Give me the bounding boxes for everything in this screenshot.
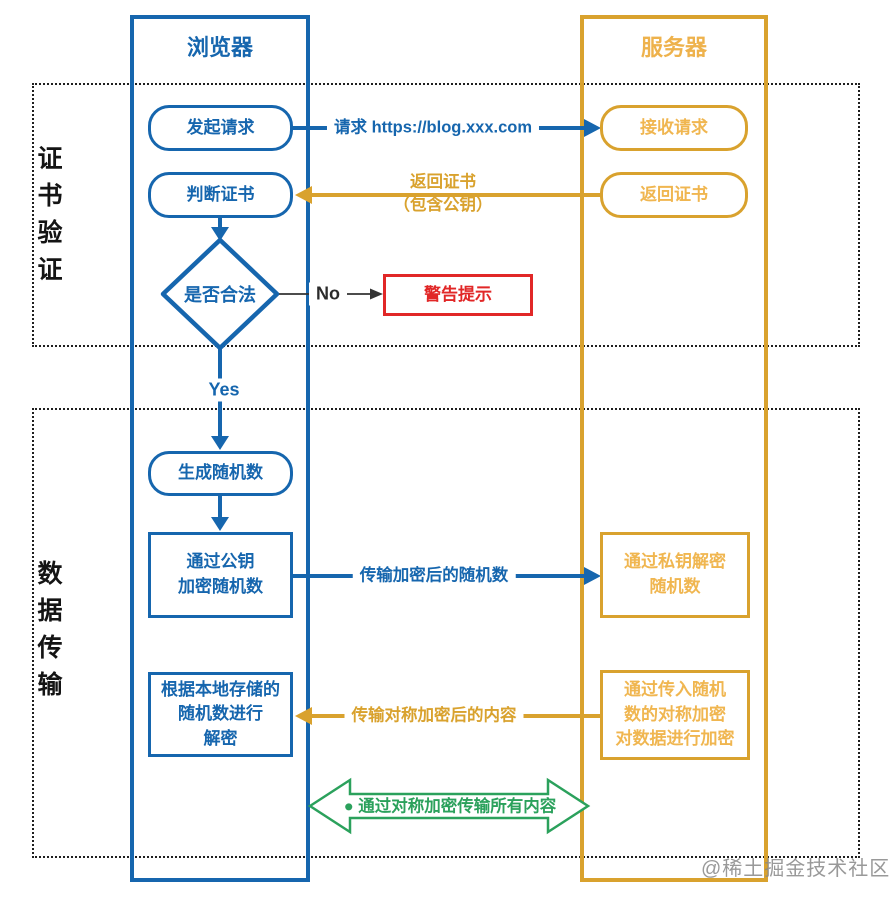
section-label-data-transmission: 数据传输 [37,560,63,699]
node-receive-request: 接收请求 [600,105,748,151]
browser-lane-title: 浏览器 [186,35,253,60]
server-lane-title: 服务器 [640,35,707,60]
edge-label-return-certificate: 返回证书 （包含公钥） [393,173,493,214]
zone-data-transmission [32,408,860,858]
node-encrypt-with-public-key: 通过公钥 加密随机数 [148,532,293,618]
node-symmetric-encrypt-data: 通过传入随机 数的对称加密 对数据进行加密 [600,670,750,760]
edge-label-transmit-symmetric-content: 传输对称加密后的内容 [344,704,524,728]
node-judge-certificate: 判断证书 [148,172,293,218]
edge-label-yes: Yes [201,378,247,402]
node-decrypt-with-local-random: 根据本地存储的 随机数进行 解密 [148,672,293,757]
edge-label-symmetric-all-content: ● 通过对称加密传输所有内容 [343,797,557,816]
node-return-certificate: 返回证书 [600,172,748,218]
browser-lane [130,15,310,882]
node-warning-alert: 警告提示 [383,274,533,316]
zone-certificate-verification [32,83,860,347]
edge-label-transmit-encrypted-random: 传输加密后的随机数 [352,564,516,588]
node-initiate-request: 发起请求 [148,105,293,151]
server-lane [580,15,768,882]
node-generate-random: 生成随机数 [148,451,293,496]
watermark: @稀土掘金技术社区 [701,858,891,880]
section-label-certificate-verification: 证书验证 [37,145,63,284]
edge-label-request-url: 请求 https://blog.xxx.com [326,116,540,140]
node-decrypt-with-private-key: 通过私钥解密 随机数 [600,532,750,618]
edge-label-no: No [309,282,347,306]
node-is-valid-decision: 是否合法 [184,285,256,305]
